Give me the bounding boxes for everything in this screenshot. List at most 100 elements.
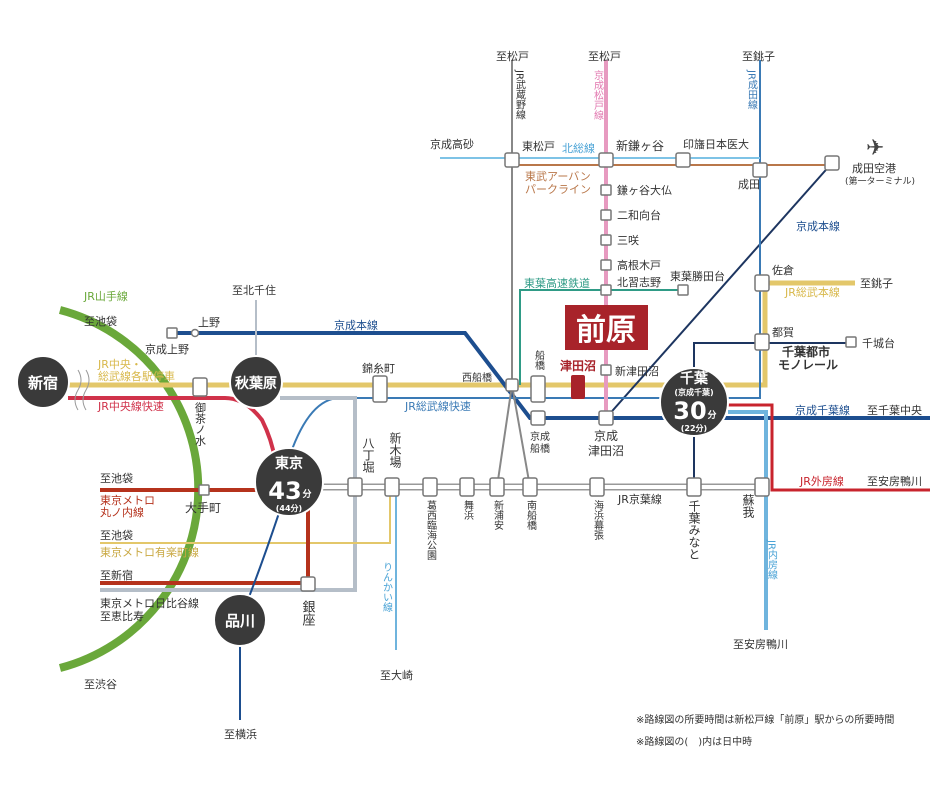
label-line: 京成 xyxy=(530,430,550,443)
svg-text:(京成千葉): (京成千葉) xyxy=(674,387,713,397)
dir-shinjuku-line: 至新宿 xyxy=(100,568,133,582)
maebara-label: 前原 xyxy=(576,313,636,348)
line-jr-chuo-sobu-local-2: 総武線各駅停車 xyxy=(98,369,175,383)
line-keisei-main-west: 京成本線 xyxy=(334,318,378,332)
station-takanekido: 高根木戸 xyxy=(617,258,661,272)
svg-text:品川: 品川 xyxy=(225,612,255,630)
station-maihama: 舞浜 xyxy=(462,500,474,521)
line-jr-sobu-main: JR総武本線 xyxy=(784,285,840,299)
line-tobu-1: 東武アーバン xyxy=(525,170,591,183)
note-offpeak: ※路線図の( )内は日中時 xyxy=(636,735,752,748)
svg-text:30: 30 xyxy=(673,397,706,425)
station-ueno: 上野 xyxy=(198,316,220,329)
line-jr-narita: JR成田線 xyxy=(746,69,758,110)
svg-text:秋葉原: 秋葉原 xyxy=(235,375,277,392)
direction-labels: 至松戸 至松戸 至銚子 至銚子 至北千住 至池袋 至千葉中央 至安房鴨川 至安房… xyxy=(84,49,922,741)
line-keisei-main-east: 京成本線 xyxy=(796,219,840,233)
station-kinshicho: 錦糸町 xyxy=(362,361,395,375)
line-chiba-monorail-2: モノレール xyxy=(778,358,838,372)
station-shin-tsudanuma: 新津田沼 xyxy=(615,364,659,378)
toyo-rapid-line xyxy=(519,289,683,385)
station-kaihin-makuhari: 海浜幕張 xyxy=(592,499,604,541)
line-tobu-2: パークライン xyxy=(525,183,591,196)
keisei-main-line-east xyxy=(605,162,833,419)
station-labels: 京成高砂 東松戸 新鎌ヶ谷 印旛日本医大 成田 ✈ 成田空港 (第一ターミナル)… xyxy=(145,136,915,627)
station-chishirodai: 千城台 xyxy=(862,336,895,350)
station-futawamukodai: 二和向台 xyxy=(617,208,661,222)
jr-sotobo-line xyxy=(728,403,930,492)
line-yurakucho: 東京メトロ有楽町線 xyxy=(100,545,199,559)
station-funabashi: 船橋 xyxy=(533,349,545,371)
dir-matsudo-2: 至松戸 xyxy=(588,49,621,63)
svg-text:(22分): (22分) xyxy=(681,423,707,433)
dir-kita-senju: 至北千住 xyxy=(232,283,276,297)
hub-akihabara: 秋葉原 xyxy=(229,355,283,409)
dir-awa-kamogawa-1: 至安房鴨川 xyxy=(867,474,922,488)
hub-shinjuku: 新宿 xyxy=(16,355,70,409)
station-hatchobori: 八丁堀 xyxy=(361,437,375,474)
station-minami-funabashi: 南船橋 xyxy=(525,499,537,531)
line-keisei-matsudo: 京成松戸線 xyxy=(592,69,604,120)
line-jr-chuo-rapid: JR中央線快速 xyxy=(97,399,164,413)
station-misaki: 三咲 xyxy=(617,233,639,247)
dir-shibuya: 至渋谷 xyxy=(84,678,117,691)
svg-text:分: 分 xyxy=(302,488,311,500)
line-hibiya: 東京メトロ日比谷線 xyxy=(100,596,199,610)
dir-matsudo-1: 至松戸 xyxy=(496,49,529,63)
line-jr-yamanote: JR山手線 xyxy=(83,289,128,303)
station-keisei-tsudanuma: 京成津田沼 xyxy=(588,429,624,458)
line-rinkai: りんかい線 xyxy=(381,562,393,612)
line-chiba-monorail-1: 千葉都市 xyxy=(782,344,830,359)
station-kamagaya-daibutsu: 鎌ヶ谷大仏 xyxy=(617,183,672,197)
line-marunouchi-1: 東京メトロ xyxy=(100,493,155,507)
station-inba-nihon-idai: 印旛日本医大 xyxy=(683,137,749,151)
line-marunouchi-2: 丸ノ内線 xyxy=(100,505,144,519)
line-jr-uchibo: JR内房線 xyxy=(766,539,778,580)
dir-choshi-2: 至銚子 xyxy=(860,276,893,290)
station-soga: 蘇我 xyxy=(741,494,755,518)
dir-awa-kamogawa-2: 至安房鴨川 xyxy=(733,637,788,651)
line-jr-sobu-rapid: JR総武線快速 xyxy=(404,399,471,413)
label-line: 船橋 xyxy=(530,442,550,455)
station-shin-urayasu: 新浦安 xyxy=(492,499,504,531)
line-hokuso: 北総線 xyxy=(562,141,595,155)
line-keisei-chiba: 京成千葉線 xyxy=(795,403,850,417)
station-nishi-funabashi: 西船橋 xyxy=(462,371,492,384)
maebara-box xyxy=(565,305,648,350)
chiba-monorail-line xyxy=(693,342,851,487)
svg-text:43: 43 xyxy=(268,477,301,505)
station-chiba-minato: 千葉みなと xyxy=(687,500,701,560)
station-sakura: 佐倉 xyxy=(772,263,794,277)
station-keisei-funabashi: 京成船橋 xyxy=(530,430,550,455)
label-line: 津田沼 xyxy=(588,444,624,458)
dir-ebisu: 至恵比寿 xyxy=(100,609,144,623)
hub-chiba: 千葉 (京成千葉) 30 分 (22分) xyxy=(659,367,729,437)
dir-ikebukuro-marunouchi: 至池袋 xyxy=(100,471,133,485)
station-otemachi: 大手町 xyxy=(185,501,221,515)
yurakucho-line xyxy=(100,487,391,544)
station-kita-narashino: 北習志野 xyxy=(617,276,661,289)
station-narita-airport: 成田空港 xyxy=(852,161,896,175)
rail-lines xyxy=(58,60,930,720)
line-labels: JR武蔵野線 京成松戸線 JR成田線 北総線 東武アーバン パークライン 京成本… xyxy=(83,69,850,612)
dir-ikebukuro-yurakucho: 至池袋 xyxy=(100,528,133,542)
station-toyo-katsutadai: 東葉勝田台 xyxy=(670,269,725,283)
keisei-main-line-west xyxy=(172,331,930,420)
svg-text:新宿: 新宿 xyxy=(28,374,58,392)
note-travel-time: ※路線図の所要時間は新松戸線「前原」駅からの所要時間 xyxy=(636,713,894,726)
line-jr-sotobo: JR外房線 xyxy=(799,474,844,488)
shinjuku-break-mark xyxy=(74,369,90,411)
dir-choshi-1: 至銚子 xyxy=(742,49,775,63)
station-ginza: 銀座 xyxy=(300,600,316,627)
dir-yokohama: 至横浜 xyxy=(224,727,257,741)
station-keisei-takasago: 京成高砂 xyxy=(430,137,474,151)
station-shin-kamagaya: 新鎌ヶ谷 xyxy=(616,138,664,153)
station-narita: 成田 xyxy=(738,178,760,191)
line-jr-keiyo: JR京葉線 xyxy=(617,492,662,506)
station-markers xyxy=(166,152,857,592)
jr-uchibo-line xyxy=(728,410,768,630)
station-higashi-matsudo: 東松戸 xyxy=(522,139,555,153)
svg-text:千葉: 千葉 xyxy=(680,370,709,387)
label-line: 京成 xyxy=(594,429,618,443)
